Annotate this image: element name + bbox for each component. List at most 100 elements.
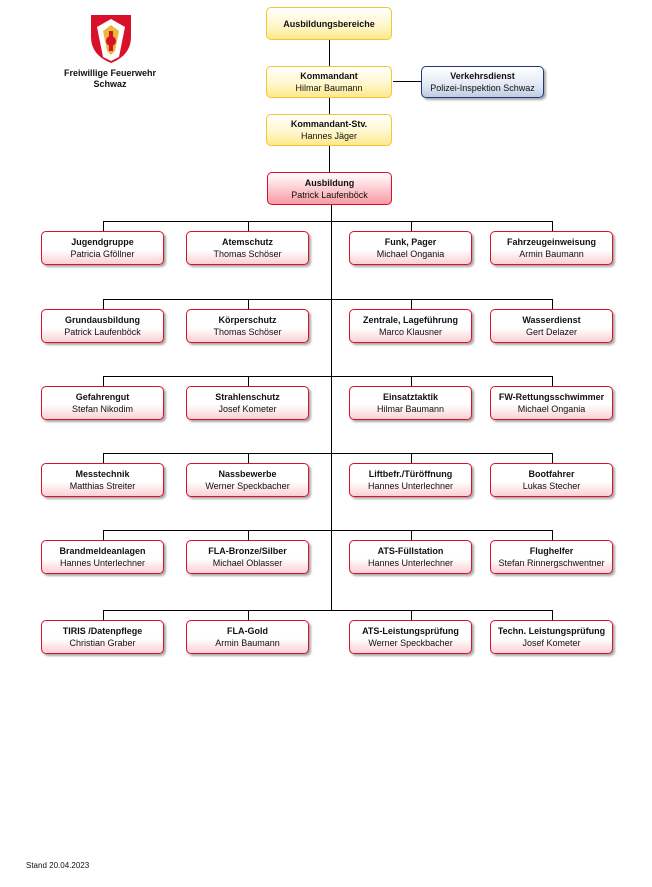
- training-area-title: Zentrale, Lageführung: [362, 315, 458, 325]
- row-connector: [102, 299, 552, 300]
- training-area-title: Brandmeldeanlagen: [59, 546, 146, 556]
- box-connector: [102, 530, 104, 540]
- training-area-title: Liftbefr./Türöffnung: [368, 469, 453, 479]
- box-connector: [551, 610, 553, 620]
- box-connector: [247, 299, 249, 309]
- deputy-commander-box: Kommandant-Stv. Hannes Jäger: [266, 114, 392, 146]
- training-area-title: Einsatztaktik: [382, 392, 439, 402]
- box-connector: [410, 221, 412, 231]
- organization-name: Freiwillige Feuerwehr Schwaz: [40, 68, 180, 90]
- training-area-title: Gefahrengut: [75, 392, 130, 402]
- training-area-title: ATS-Leistungsprüfung: [362, 626, 459, 636]
- training-area-lead: Lukas Stecher: [522, 481, 581, 491]
- box-connector: [247, 530, 249, 540]
- box-connector: [551, 299, 553, 309]
- box-connector: [410, 299, 412, 309]
- training-area-lead: Werner Speckbacher: [205, 481, 290, 491]
- training-area-lead: Matthias Streiter: [69, 481, 136, 491]
- training-area-lead: Josef Kometer: [522, 638, 581, 648]
- row-connector: [102, 453, 552, 454]
- commander-name: Hilmar Baumann: [295, 83, 363, 93]
- training-area-lead: Werner Speckbacher: [368, 638, 453, 648]
- box-connector: [102, 221, 104, 231]
- training-head-name: Patrick Laufenböck: [291, 189, 368, 200]
- training-head-box: Ausbildung Patrick Laufenböck: [267, 172, 392, 205]
- training-area-title: ATS-Füllstation: [377, 546, 444, 556]
- training-area-lead: Stefan Nikodim: [71, 404, 134, 414]
- training-area-title: Flughelfer: [529, 546, 574, 556]
- commander-title: Kommandant: [300, 71, 358, 81]
- training-area-title: FLA-Bronze/Silber: [208, 546, 287, 556]
- training-area-title: Grundausbildung: [65, 315, 140, 325]
- training-area-title: Körperschutz: [218, 315, 277, 325]
- training-area-title: FLA-Gold: [227, 626, 268, 636]
- training-area-title: Strahlenschutz: [215, 392, 280, 402]
- training-area-title: Fahrzeugeinweisung: [506, 237, 596, 247]
- training-area-lead: Hannes Unterlechner: [59, 558, 146, 568]
- header-title: Ausbildungsbereiche: [283, 18, 375, 29]
- stand-date: Stand 20.04.2023: [26, 861, 90, 870]
- training-area-title: Techn. Leistungsprüfung: [497, 626, 606, 636]
- box-connector: [102, 376, 104, 386]
- training-area-lead: Stefan Rinnergschwentner: [498, 558, 605, 568]
- training-area-title: Wasserdienst: [522, 315, 581, 325]
- training-area-lead: Michael Oblasser: [212, 558, 283, 568]
- training-area-lead: Hannes Unterlechner: [367, 481, 454, 491]
- spine-top: [329, 40, 330, 173]
- row-connector: [102, 610, 552, 611]
- row-connector: [102, 530, 552, 531]
- traffic-service-title: Verkehrsdienst: [450, 71, 515, 81]
- training-area-lead: Thomas Schöser: [213, 327, 282, 337]
- box-connector: [410, 453, 412, 463]
- training-area-title: Atemschutz: [221, 237, 273, 247]
- training-area-lead: Patricia Gföllner: [70, 249, 135, 259]
- box-connector: [102, 453, 104, 463]
- row-connector: [102, 221, 552, 222]
- box-connector: [410, 376, 412, 386]
- box-connector: [410, 610, 412, 620]
- training-area-lead: Armin Baumann: [215, 638, 280, 648]
- traffic-service-box: Verkehrsdienst Polizei-Inspektion Schwaz: [421, 66, 544, 98]
- organization-name-line2: Schwaz: [93, 79, 127, 89]
- organization-name-line1: Freiwillige Feuerwehr: [63, 68, 157, 78]
- training-area-lead: Josef Kometer: [218, 404, 277, 414]
- training-area-lead: Armin Baumann: [519, 249, 584, 259]
- box-connector: [247, 221, 249, 231]
- training-area-lead: Hannes Unterlechner: [367, 558, 454, 568]
- box-connector: [551, 221, 553, 231]
- box-connector: [247, 376, 249, 386]
- training-area-lead: Michael Ongania: [517, 404, 586, 414]
- box-connector: [102, 610, 104, 620]
- training-area-lead: Marco Klausner: [378, 327, 443, 337]
- training-area-title: Messtechnik: [75, 469, 130, 479]
- training-area-lead: Michael Ongania: [376, 249, 445, 259]
- training-area-lead: Christian Graber: [69, 638, 136, 648]
- box-connector: [551, 376, 553, 386]
- fire-brigade-logo: [91, 15, 131, 63]
- training-area-title: Bootfahrer: [528, 469, 575, 479]
- commander-box: Kommandant Hilmar Baumann: [266, 66, 392, 98]
- training-area-title: TIRIS /Datenpflege: [62, 626, 143, 636]
- box-connector: [102, 299, 104, 309]
- box-connector: [551, 453, 553, 463]
- training-head-title: Ausbildung: [304, 177, 355, 188]
- box-connector: [247, 610, 249, 620]
- training-area-lead: Thomas Schöser: [213, 249, 282, 259]
- box-connector: [410, 530, 412, 540]
